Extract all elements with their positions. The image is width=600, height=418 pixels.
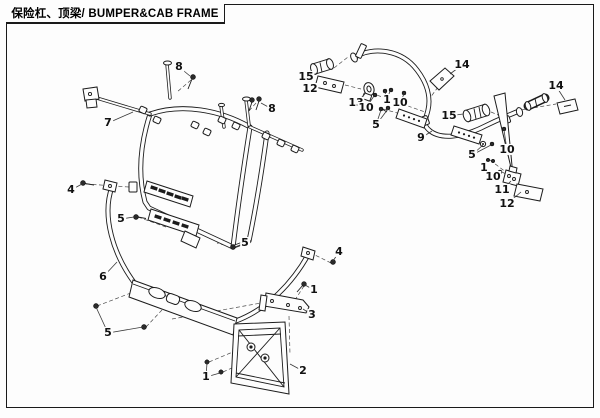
callout-7: 7 — [103, 115, 113, 129]
callout-10: 10 — [357, 100, 375, 114]
callout-13: 13 — [347, 95, 365, 109]
callout-14: 14 — [547, 78, 565, 92]
callout-12: 12 — [498, 196, 516, 210]
callout-14: 14 — [453, 57, 471, 71]
callout-8: 8 — [174, 59, 184, 73]
tube-clamps — [138, 105, 300, 154]
title-box: 保险杠、顶梁/ BUMPER&CAB FRAME — [6, 4, 225, 24]
callout-5: 5 — [371, 117, 381, 131]
callout-5: 5 — [467, 147, 477, 161]
callout-4: 4 — [66, 182, 76, 196]
callout-1: 1 — [382, 92, 392, 106]
page-title: 保险杠、顶梁/ BUMPER&CAB FRAME — [11, 8, 219, 20]
plate-mount-bracket — [258, 292, 310, 314]
rail-end-sleeve — [523, 93, 550, 111]
roof-pad-right — [556, 98, 579, 115]
callout-10: 10 — [498, 142, 516, 156]
callout-10: 10 — [391, 95, 409, 109]
callout-10: 10 — [484, 169, 502, 183]
callout-8: 8 — [267, 101, 277, 115]
callout-4: 4 — [334, 244, 344, 258]
cab-frame-front-drawing — [82, 60, 304, 250]
callout-5: 5 — [240, 235, 250, 249]
callout-6: 6 — [98, 269, 108, 283]
page-border — [6, 4, 594, 408]
callout-1: 1 — [309, 282, 319, 296]
callout-3: 3 — [307, 307, 317, 321]
bushing-right — [462, 103, 491, 123]
callout-9: 9 — [416, 130, 426, 144]
license-plate-bracket — [230, 321, 290, 395]
callout-12: 12 — [301, 81, 319, 95]
callout-15: 15 — [440, 108, 458, 122]
callout-5: 5 — [103, 325, 113, 339]
rail-mount-plate-right — [450, 125, 483, 145]
gusset-triangle — [493, 92, 514, 177]
clamp-13 — [361, 82, 375, 102]
roof-pad-top — [429, 67, 455, 91]
callout-2: 2 — [298, 363, 308, 377]
callout-1: 1 — [201, 369, 211, 383]
callout-15: 15 — [297, 69, 315, 83]
front-bumper-drawing — [102, 179, 316, 395]
rail-mount-plate-left — [395, 108, 428, 129]
callout-5: 5 — [116, 211, 126, 225]
grille-plate-upper — [143, 180, 194, 208]
cab-top-rail-drawing — [310, 43, 579, 202]
callout-11: 11 — [493, 182, 511, 196]
plate-12-right — [513, 183, 544, 202]
bracket-11 — [502, 165, 522, 187]
callout-1: 1 — [479, 160, 489, 174]
